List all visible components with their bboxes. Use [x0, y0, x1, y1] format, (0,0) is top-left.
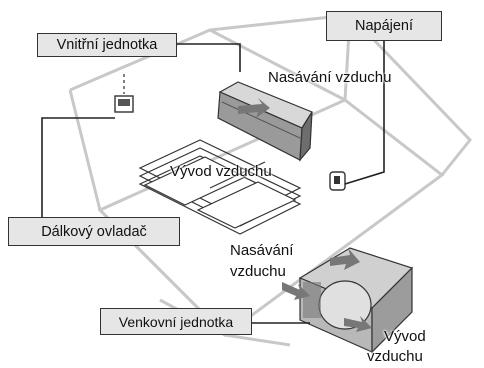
room-right-wall — [209, 13, 472, 176]
indoor-air-outlet-label: Vývod vzduchu — [170, 163, 272, 180]
airflow-arrows — [238, 98, 372, 332]
leader-lines — [41, 40, 385, 324]
room-left-wall — [68, 89, 227, 337]
indoor-unit-callout: Vnitřní jednotka — [37, 33, 177, 57]
power-supply-callout: Napájení — [326, 11, 442, 41]
remote-controller-drawing — [114, 74, 134, 113]
outdoor-air-intake-label-line1: Nasávání — [230, 242, 294, 259]
outdoor-air-intake-label-line2: vzduchu — [230, 263, 286, 280]
indoor-unit-drawing — [217, 81, 313, 162]
outdoor-air-outlet-label-line2: vzduchu — [367, 348, 423, 365]
sofa-drawing — [138, 139, 302, 235]
outdoor-unit-drawing — [298, 247, 414, 354]
indoor-air-intake-label: Nasávání vzduchu — [268, 69, 392, 86]
power-supply-drawing — [329, 171, 346, 191]
outdoor-air-outlet-label-line1: Vývod — [384, 328, 426, 345]
remote-controller-callout: Dálkový ovladač — [8, 217, 180, 246]
outdoor-unit-callout: Venkovní jednotka — [100, 308, 252, 335]
